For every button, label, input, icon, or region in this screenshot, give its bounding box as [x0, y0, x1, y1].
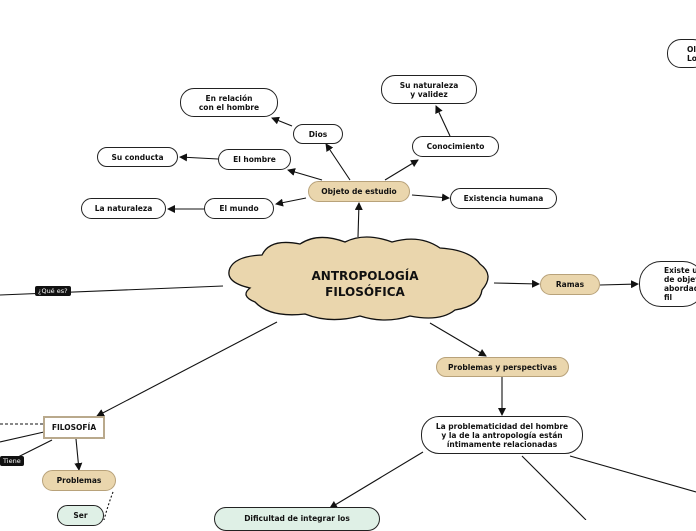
node-conocimiento[interactable]: Conocimiento	[412, 136, 499, 157]
node-dios[interactable]: Dios	[293, 124, 343, 144]
tag-tiene: Tiene	[0, 456, 24, 466]
node-el-hombre[interactable]: El hombre	[218, 149, 291, 170]
central-cloud	[228, 236, 489, 321]
node-el-mundo[interactable]: El mundo	[204, 198, 274, 219]
node-dificultad[interactable]: Dificultad de integrar los	[214, 507, 380, 531]
node-filosofia[interactable]: FILOSOFÍA	[43, 416, 105, 439]
node-su-conducta[interactable]: Su conducta	[97, 147, 178, 167]
node-la-naturaleza[interactable]: La naturaleza	[81, 198, 166, 219]
node-existencia-humana[interactable]: Existencia humana	[450, 188, 557, 209]
node-su-naturaleza-validez[interactable]: Su naturaleza y validez	[381, 75, 477, 104]
node-existe[interactable]: Existe u de objeto abordad fil	[639, 261, 696, 307]
tag-que-es: ¿Qué es?	[35, 286, 71, 296]
connector-lines	[0, 105, 696, 520]
central-topic[interactable]: ANTROPOLOGÍA FILOSÓFICA	[311, 269, 419, 299]
node-problemas[interactable]: Problemas	[42, 470, 116, 491]
node-ramas[interactable]: Ramas	[540, 274, 600, 295]
node-objeto-de-estudio[interactable]: Objeto de estudio	[308, 181, 410, 202]
node-problematicidad[interactable]: La problematicidad del hombre y la de la…	[421, 416, 583, 454]
node-problemas-perspectivas[interactable]: Problemas y perspectivas	[436, 357, 569, 377]
node-ser[interactable]: Ser	[57, 505, 104, 526]
node-ob[interactable]: Ol Lo	[667, 39, 696, 68]
node-en-relacion[interactable]: En relación con el hombre	[180, 88, 278, 117]
